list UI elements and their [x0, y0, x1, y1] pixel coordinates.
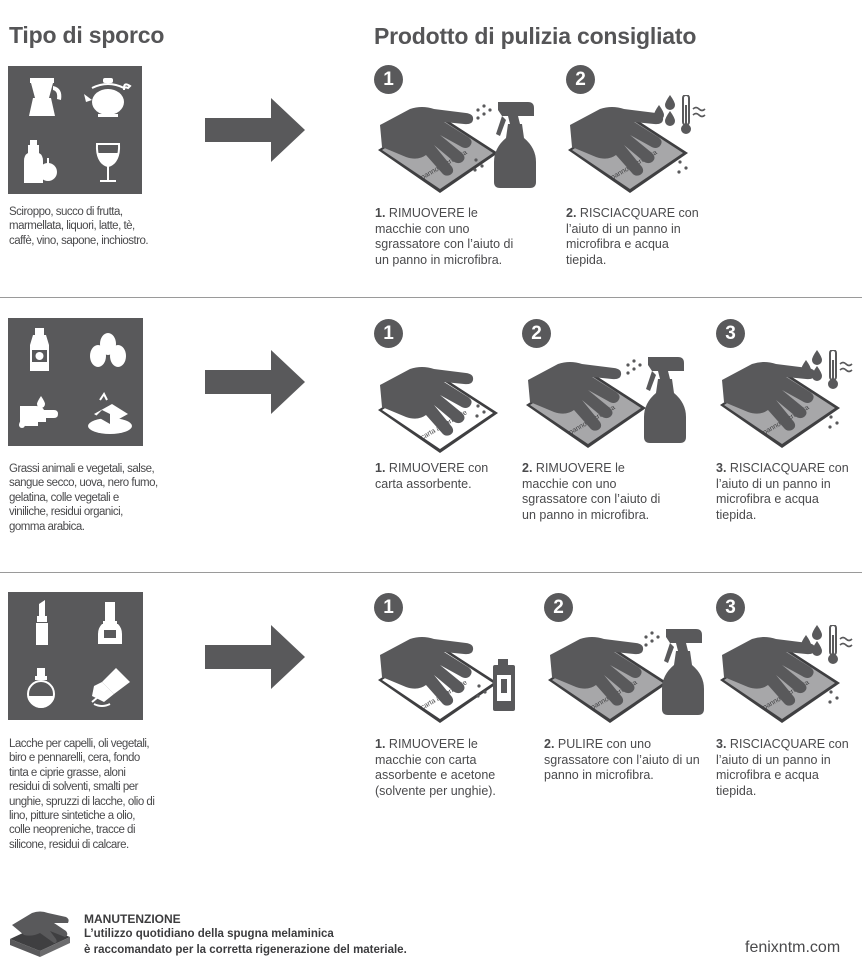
- cake-icon: [88, 392, 132, 434]
- section-1-step-2-text: 2. RISCIACQUARE con l’aiuto di un panno …: [566, 206, 699, 267]
- section-2-step-2-number: 2: [522, 319, 551, 348]
- section-3-step-3-text: 3. RISCIACQUARE con l’aiuto di un panno …: [716, 737, 849, 798]
- section-3-step-2-illustration: panno microfibra: [548, 629, 704, 723]
- section-1-step-1-number: 1: [374, 65, 403, 94]
- section-2-step-3-illustration: panno microfibra: [720, 350, 853, 448]
- section-2-dirt-text: Grassi animali e vegetali, salse, sangue…: [9, 463, 158, 533]
- section-2-step-2-text: 2. RIMUOVERE le macchie con uno sgrassat…: [522, 461, 661, 522]
- sauce-bottle-icon: [30, 328, 49, 371]
- section-2-step-1-text: 1. RIMUOVERE con carta assorbente.: [375, 461, 489, 491]
- section-3-dirt-icons: [8, 592, 143, 720]
- section-3-step-3-number: 3: [716, 593, 745, 622]
- section-3-step-2-number: 2: [544, 593, 573, 622]
- section-3-step-1-illustration: carta assorbente: [378, 637, 515, 723]
- website-link[interactable]: fenixntm.com: [745, 939, 841, 956]
- eggs-icon: [90, 333, 126, 367]
- nail-polish-icon: [98, 602, 122, 644]
- section-3-dirt-text: Lacche per capelli, oli vegetali, biro e…: [9, 738, 155, 851]
- wine-glass-icon: [95, 143, 121, 182]
- section-3-step-2-text: 2. PULIRE con uno sgrassatore con l’aiut…: [544, 737, 700, 782]
- moka-pot-icon: [29, 78, 62, 116]
- divider: [0, 572, 862, 573]
- section-1-step-2-number: 2: [566, 65, 595, 94]
- right-header: Prodotto di pulizia consigliato: [374, 23, 697, 49]
- section-3-step-1-text: 1. RIMUOVERE le macchie con carta assorb…: [375, 737, 496, 798]
- section-2-step-3-text: 3. RISCIACQUARE con l’aiuto di un panno …: [716, 461, 849, 522]
- footer-line-2: è raccomandato per la corretta rigeneraz…: [84, 944, 407, 956]
- footer-title: MANUTENZIONE: [84, 912, 181, 926]
- section-2-arrow-icon: [205, 350, 305, 414]
- perfume-bottle-icon: [27, 668, 55, 708]
- section-2-step-1-number: 1: [374, 319, 403, 348]
- sponge-icon: [10, 911, 70, 957]
- pen-nib-icon: [91, 668, 130, 707]
- bottle-and-apple-icon: [24, 140, 57, 183]
- lipstick-icon: [36, 600, 48, 645]
- section-2-step-1-illustration: carta assorbente: [378, 367, 498, 453]
- section-3-arrow-icon: [205, 625, 305, 689]
- section-2-step-2-illustration: panno microfibra: [526, 357, 686, 448]
- section-1-dirt-text: Sciroppo, succo di frutta, marmellata, l…: [9, 206, 149, 247]
- section-1-step-2-illustration: panno microfibra: [568, 95, 706, 193]
- section-1-step-1-text: 1. RIMUOVERE le macchie con uno sgrassat…: [375, 206, 514, 267]
- acetone-bottle-icon: [493, 659, 515, 711]
- footer-line-1: L’utilizzo quotidiano della spugna melam…: [84, 928, 334, 940]
- section-3-step-1-number: 1: [374, 593, 403, 622]
- section-1-dirt-icons: [8, 66, 142, 194]
- section-2-dirt-icons: [8, 318, 143, 446]
- section-1-step-1-illustration: panno microfibra: [378, 102, 536, 193]
- cut-finger-icon: [19, 396, 58, 428]
- section-2-step-3-number: 3: [716, 319, 745, 348]
- divider: [0, 297, 862, 298]
- section-1-arrow-icon: [205, 98, 305, 162]
- section-3-step-3-illustration: panno microfibra: [720, 625, 853, 723]
- left-header: Tipo di sporco: [9, 22, 165, 48]
- teapot-icon: [84, 78, 132, 117]
